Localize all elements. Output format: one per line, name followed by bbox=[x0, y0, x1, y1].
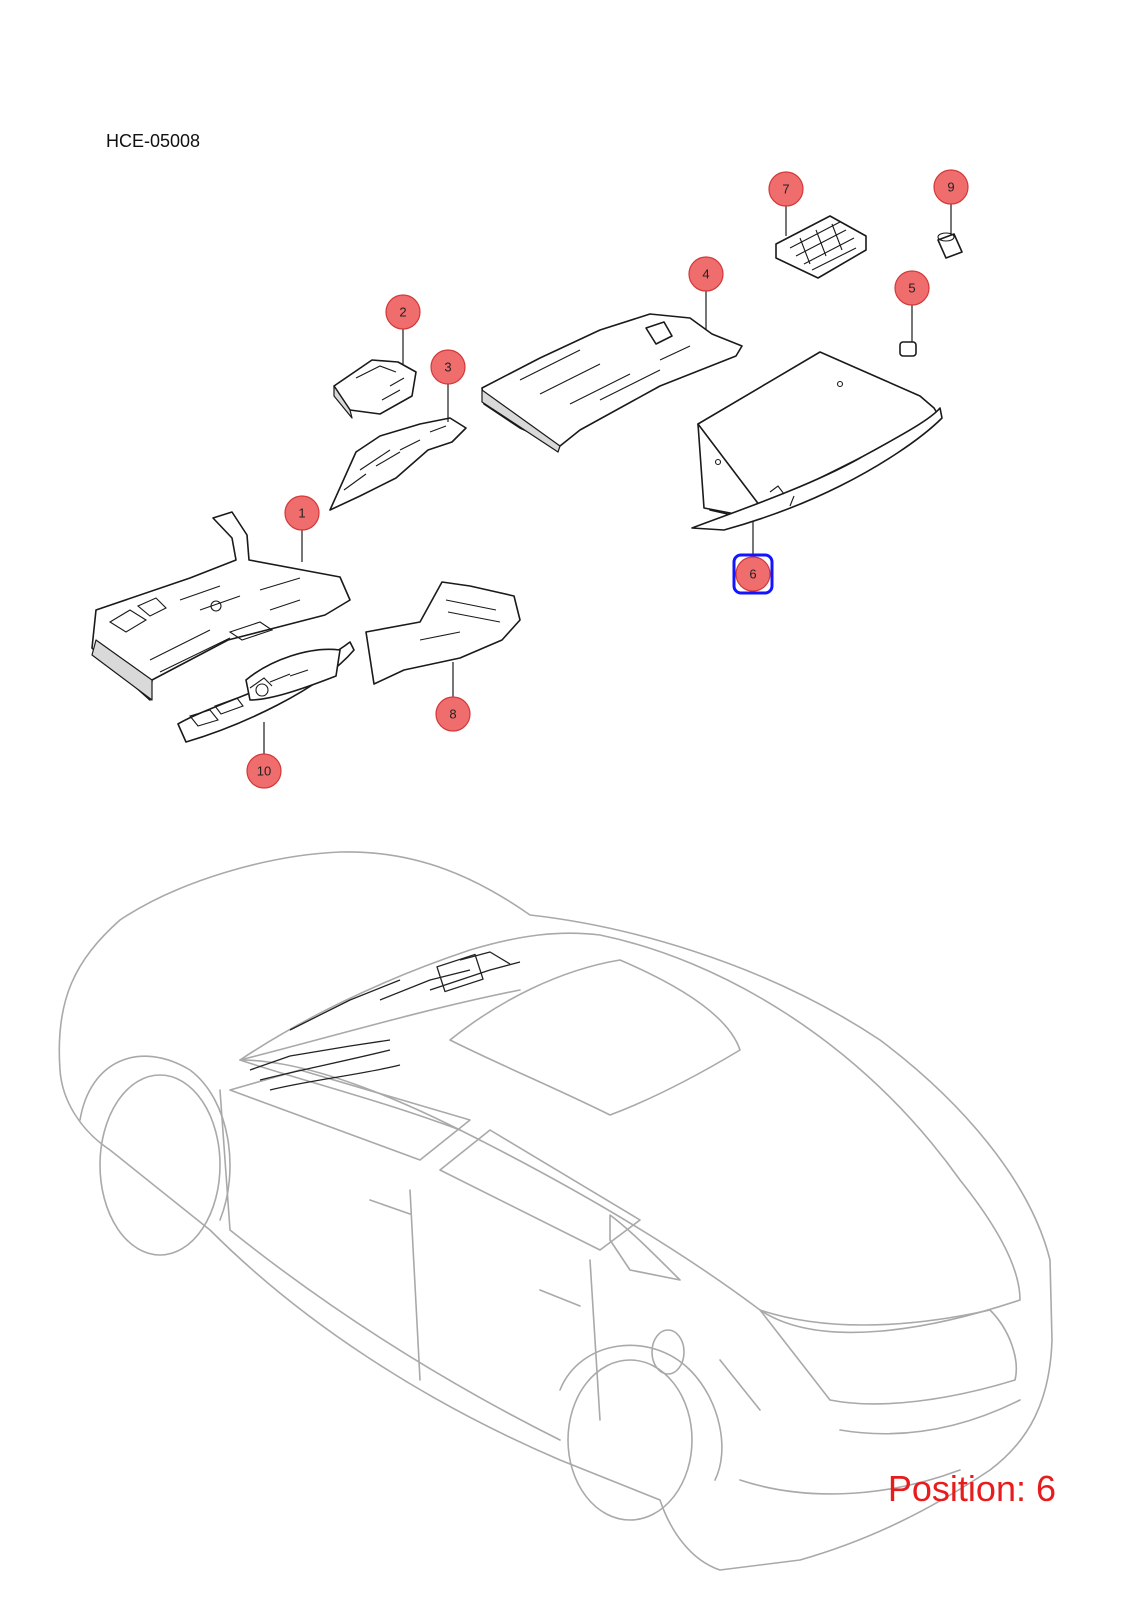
part-5-clip bbox=[899, 341, 917, 357]
callout-number: 10 bbox=[257, 764, 271, 779]
callout-number: 6 bbox=[749, 567, 756, 582]
callout-number: 4 bbox=[702, 267, 709, 282]
callout-number: 1 bbox=[298, 506, 305, 521]
part-2-small-bracket bbox=[333, 359, 417, 419]
part-10-lower-trim bbox=[177, 641, 355, 743]
callout-9[interactable]: 9 bbox=[933, 169, 969, 205]
part-7-mesh-plate bbox=[775, 215, 867, 279]
leader-lines bbox=[263, 204, 952, 754]
part-1-lower-bracket bbox=[91, 511, 351, 701]
callout-number: 7 bbox=[782, 182, 789, 197]
callout-8[interactable]: 8 bbox=[435, 696, 471, 732]
diagram-code: HCE-05008 bbox=[106, 131, 201, 151]
callout-number: 8 bbox=[449, 707, 456, 722]
vehicle-locator-outline bbox=[58, 851, 1053, 1571]
position-label: Position: 6 bbox=[887, 1468, 1056, 1509]
part-3-duct-bracket bbox=[329, 417, 467, 511]
part-8-side-trim bbox=[365, 581, 521, 685]
callout-3[interactable]: 3 bbox=[430, 349, 466, 385]
callout-number: 9 bbox=[947, 180, 954, 195]
callout-10[interactable]: 10 bbox=[246, 753, 282, 789]
callout-highlight bbox=[732, 553, 774, 595]
callout-6[interactable]: 6 bbox=[732, 553, 774, 595]
callout-number: 5 bbox=[908, 281, 915, 296]
callout-4[interactable]: 4 bbox=[688, 256, 724, 292]
callout-1[interactable]: 1 bbox=[284, 495, 320, 531]
callout-number: 2 bbox=[399, 305, 406, 320]
part-9-bushing bbox=[937, 232, 963, 259]
part-4-tray bbox=[481, 313, 743, 453]
callout-number: 3 bbox=[444, 360, 451, 375]
callout-5[interactable]: 5 bbox=[894, 270, 930, 306]
part-6-glove-box bbox=[691, 351, 943, 531]
callout-7[interactable]: 7 bbox=[768, 171, 804, 207]
callout-2[interactable]: 2 bbox=[385, 294, 421, 330]
